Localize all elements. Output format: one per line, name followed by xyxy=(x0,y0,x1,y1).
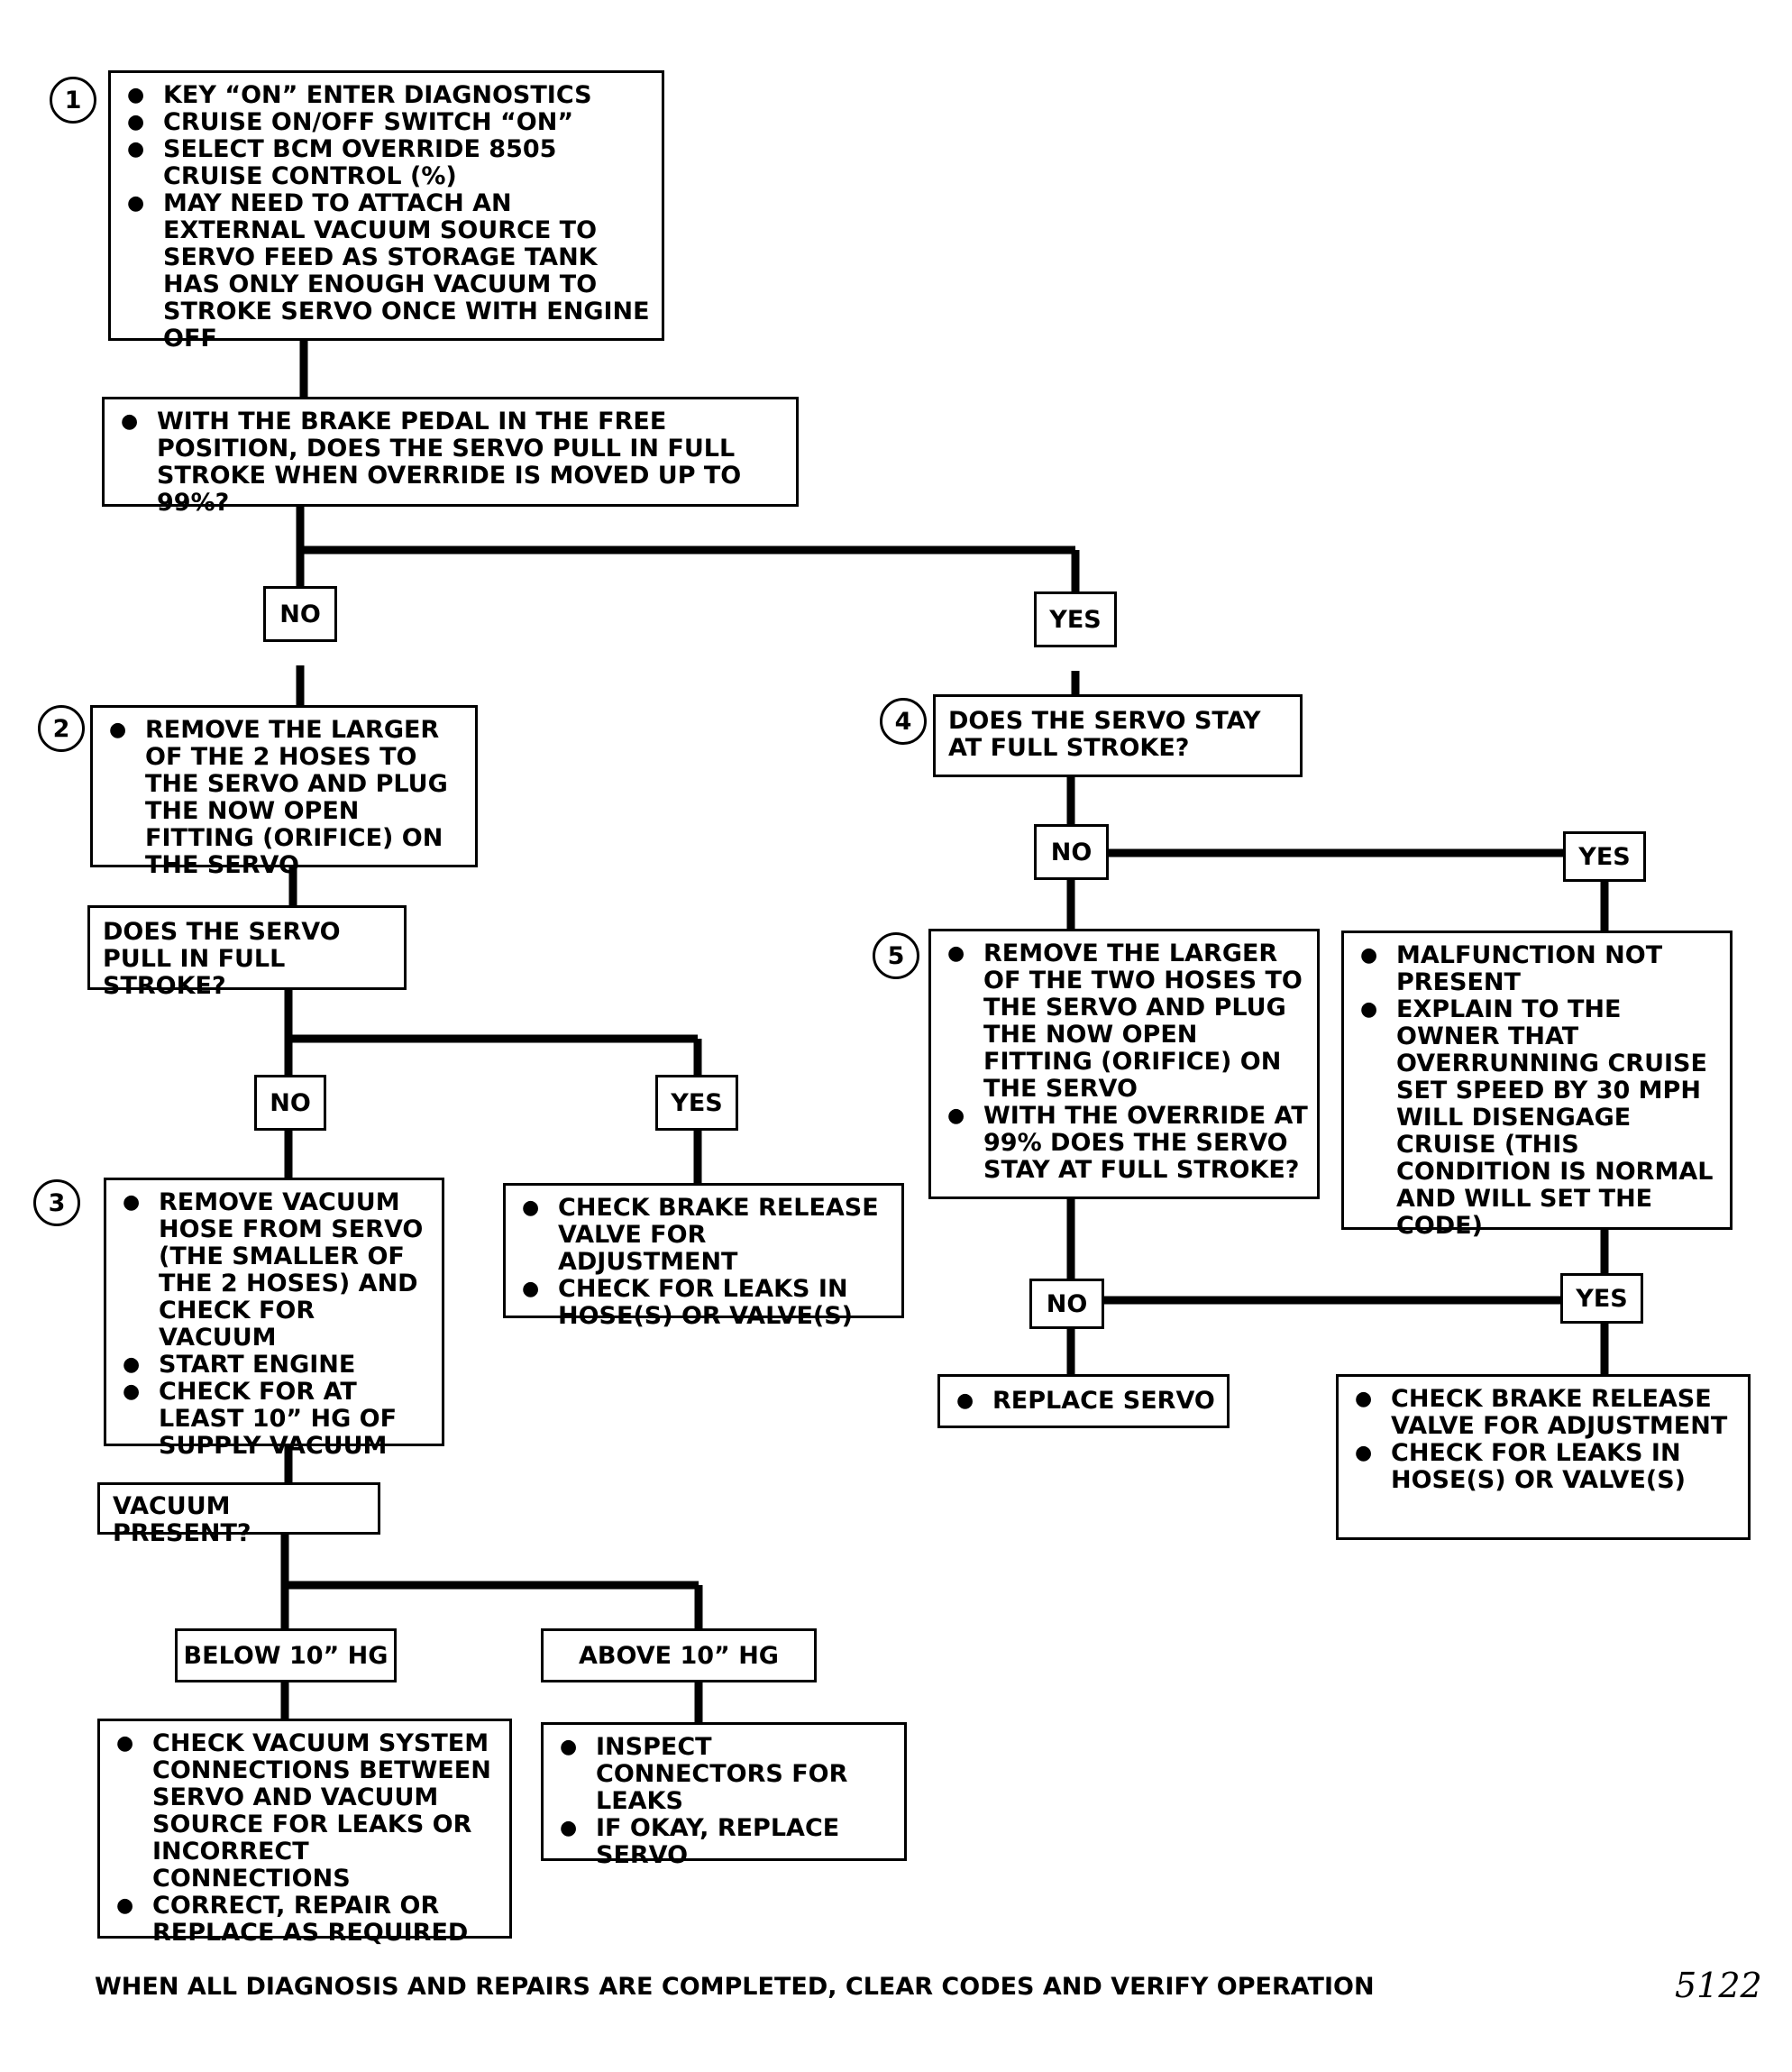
step-1-box: KEY “ON” ENTER DIAGNOSTICS CRUISE ON/OFF… xyxy=(108,70,664,353)
step-number-3: 3 xyxy=(33,1179,80,1226)
result-item: IF OKAY, REPLACE SERVO xyxy=(560,1815,895,1869)
step-number-1: 1 xyxy=(50,77,96,124)
result-brake-release-2: CHECK BRAKE RELEASE VALVE FOR ADJUSTMENT… xyxy=(1336,1374,1751,1540)
question-1-text: WITH THE BRAKE PEDAL IN THE FREE POSITIO… xyxy=(121,408,787,517)
result-item: INSPECT CONNECTORS FOR LEAKS xyxy=(560,1734,895,1815)
result-item: CHECK VACUUM SYSTEM CONNECTIONS BETWEEN … xyxy=(116,1730,500,1893)
step-5-item: WITH THE OVERRIDE AT 99% DOES THE SERVO … xyxy=(947,1103,1308,1184)
result-brake-release-1: CHECK BRAKE RELEASE VALVE FOR ADJUSTMENT… xyxy=(503,1183,904,1330)
result-item: CORRECT, REPAIR OR REPLACE AS REQUIRED xyxy=(116,1893,500,1947)
question-1-box: WITH THE BRAKE PEDAL IN THE FREE POSITIO… xyxy=(102,397,799,517)
step-number-2: 2 xyxy=(38,705,85,752)
step-2-item: REMOVE THE LARGER OF THE 2 HOSES TO THE … xyxy=(109,717,466,879)
step-3-item: REMOVE VACUUM HOSE FROM SERVO (THE SMALL… xyxy=(123,1189,433,1352)
result-malfunction-not-present: MALFUNCTION NOT PRESENT EXPLAIN TO THE O… xyxy=(1341,931,1733,1240)
label-above-10-hg: ABOVE 10” HG xyxy=(541,1628,817,1682)
step-5-item: REMOVE THE LARGER OF THE TWO HOSES TO TH… xyxy=(947,940,1308,1103)
result-item: CHECK BRAKE RELEASE VALVE FOR ADJUSTMENT xyxy=(1355,1386,1739,1440)
step-1-item: MAY NEED TO ATTACH AN EXTERNAL VACUUM SO… xyxy=(127,190,653,353)
question-2-box: DOES THE SERVO PULL IN FULL STROKE? xyxy=(87,905,407,1000)
label-yes-4: YES xyxy=(1560,1273,1643,1324)
question-3-text: VACUUM PRESENT? xyxy=(113,1492,251,1547)
label-no-2: NO xyxy=(254,1075,326,1131)
label-yes-1: YES xyxy=(1034,591,1117,647)
label-no-3: NO xyxy=(1034,824,1109,880)
result-item: CHECK BRAKE RELEASE VALVE FOR ADJUSTMENT xyxy=(522,1195,892,1276)
step-3-item: CHECK FOR AT LEAST 10” HG OF SUPPLY VACU… xyxy=(123,1379,433,1460)
result-item: EXPLAIN TO THE OWNER THAT OVERRUNNING CR… xyxy=(1360,996,1721,1240)
step-number-5: 5 xyxy=(873,932,919,979)
question-2-text: DOES THE SERVO PULL IN FULL STROKE? xyxy=(103,918,341,1000)
result-item: MALFUNCTION NOT PRESENT xyxy=(1360,942,1721,996)
label-below-10-hg: BELOW 10” HG xyxy=(175,1628,397,1682)
label-no-4: NO xyxy=(1029,1279,1104,1329)
result-check-vacuum-system: CHECK VACUUM SYSTEM CONNECTIONS BETWEEN … xyxy=(97,1719,512,1947)
step-3-item: START ENGINE xyxy=(123,1352,433,1380)
result-replace-servo: REPLACE SERVO xyxy=(937,1374,1230,1428)
step-3-box: REMOVE VACUUM HOSE FROM SERVO (THE SMALL… xyxy=(104,1178,444,1460)
step-4-box: DOES THE SERVO STAY AT FULL STROKE? xyxy=(933,694,1303,777)
step-5-box: REMOVE THE LARGER OF THE TWO HOSES TO TH… xyxy=(928,929,1320,1199)
step-4-text: DOES THE SERVO STAY AT FULL STROKE? xyxy=(948,707,1261,762)
result-item: REPLACE SERVO xyxy=(956,1388,1218,1416)
step-1-item: CRUISE ON/OFF SWITCH “ON” xyxy=(127,109,653,137)
result-inspect-connectors: INSPECT CONNECTORS FOR LEAKS IF OKAY, RE… xyxy=(541,1722,907,1869)
label-yes-3: YES xyxy=(1563,831,1646,882)
step-1-item: KEY “ON” ENTER DIAGNOSTICS xyxy=(127,82,653,110)
question-3-box: VACUUM PRESENT? xyxy=(97,1482,380,1547)
step-number-4: 4 xyxy=(880,698,927,745)
step-2-box: REMOVE THE LARGER OF THE 2 HOSES TO THE … xyxy=(90,705,478,879)
label-yes-2: YES xyxy=(655,1075,738,1131)
label-no-1: NO xyxy=(263,586,337,642)
step-1-item: SELECT BCM OVERRIDE 8505 CRUISE CONTROL … xyxy=(127,136,653,190)
footer-note: WHEN ALL DIAGNOSIS AND REPAIRS ARE COMPL… xyxy=(95,1973,1375,2001)
page-number: 5122 xyxy=(1675,1966,1762,2005)
result-item: CHECK FOR LEAKS IN HOSE(S) OR VALVE(S) xyxy=(522,1276,892,1330)
result-item: CHECK FOR LEAKS IN HOSE(S) OR VALVE(S) xyxy=(1355,1440,1739,1494)
